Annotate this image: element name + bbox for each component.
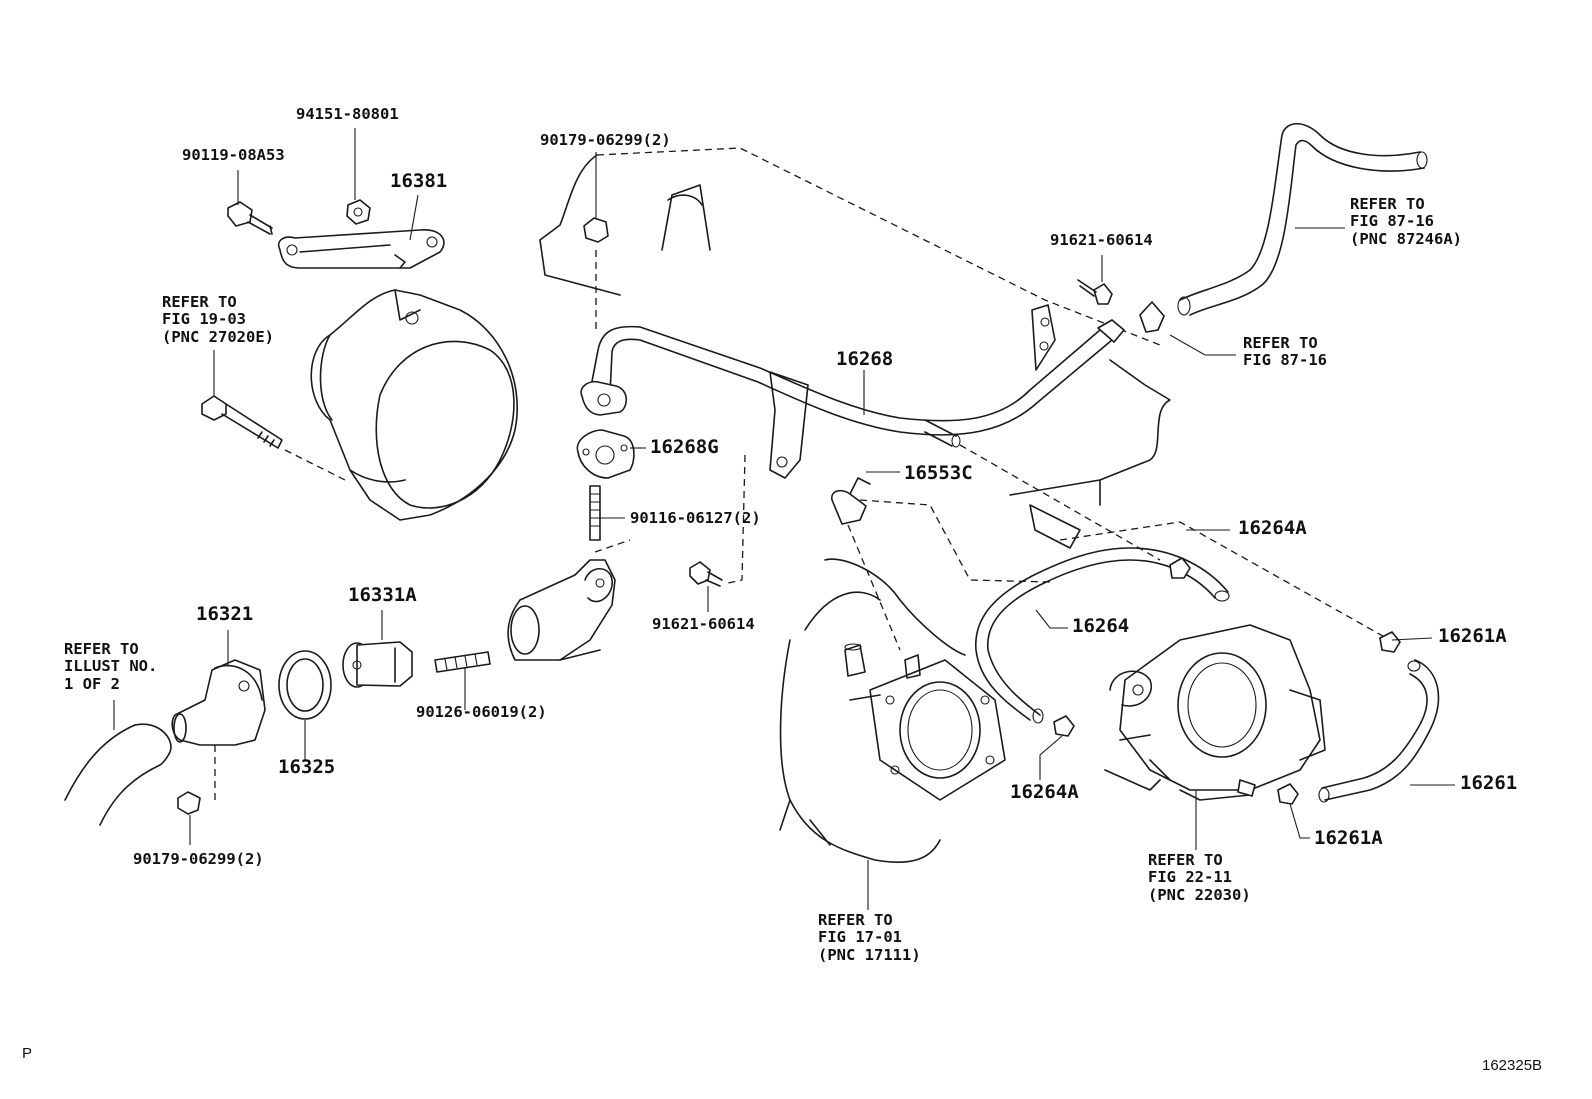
clip-16264a-bottom: [1053, 715, 1075, 737]
label-16268: 16268: [836, 348, 894, 370]
illustration-id: 162325B: [1482, 1057, 1543, 1074]
label-16261a-top: 16261A: [1438, 625, 1507, 647]
label-91621-60614-mid: 91621-60614: [652, 615, 755, 633]
gasket-16325: [278, 650, 332, 720]
label-16553c: 16553C: [904, 462, 973, 484]
label-16264a-bottom: 16264A: [1010, 781, 1079, 803]
engine-block-outline: [539, 147, 1171, 549]
clip-16261a-top: [1379, 631, 1401, 653]
intake-manifold: [779, 558, 1006, 863]
label-90116-06127: 90116-06127(2): [630, 509, 761, 527]
label-94151-80801: 94151-80801: [296, 105, 399, 123]
label-refer-fig-22-11: REFER TO FIG 22-11 (PNC 22030): [1148, 851, 1251, 904]
label-16268g: 16268G: [650, 436, 719, 458]
label-refer-fig-87-16-pnc: REFER TO FIG 87-16 (PNC 87246A): [1350, 195, 1462, 248]
gasket-16268g: [576, 429, 635, 479]
label-90126-06019: 90126-06019(2): [416, 703, 547, 721]
water-inlet-16321: [171, 659, 266, 746]
label-90119-08a53: 90119-08A53: [182, 146, 285, 164]
label-91621-60614-top: 91621-60614: [1050, 231, 1153, 249]
nut-90179-06299-top: [583, 217, 609, 243]
label-16321: 16321: [196, 603, 254, 625]
hose-16261: [1318, 659, 1440, 803]
clip-16553c: [831, 477, 871, 525]
bolt-91621-60614-mid: [689, 561, 723, 587]
label-16264a-top: 16264A: [1238, 517, 1307, 539]
clip-16261a-bottom: [1277, 783, 1299, 805]
long-bolt-alternator: [201, 395, 283, 449]
throttle-body: [1104, 624, 1326, 801]
bypass-pipe-16268: [580, 304, 1125, 479]
label-90179-06299-bottom: 90179-06299(2): [133, 850, 264, 868]
label-16381: 16381: [390, 170, 448, 192]
label-16325: 16325: [278, 756, 336, 778]
label-refer-illust-no: REFER TO ILLUST NO. 1 OF 2: [64, 640, 158, 693]
bracket-16381: [277, 229, 445, 269]
stud-90126-06019: [434, 651, 491, 673]
label-refer-fig-87-16: REFER TO FIG 87-16: [1243, 334, 1327, 370]
thermostat-16331a: [342, 641, 413, 688]
clip-16264a-top: [1169, 557, 1191, 579]
water-inlet-housing: [507, 559, 616, 661]
nut-94151-80801: [346, 199, 371, 225]
alternator: [310, 289, 519, 521]
label-refer-fig-19-03: REFER TO FIG 19-03 (PNC 27020E): [162, 293, 274, 346]
label-16261a-bottom: 16261A: [1314, 827, 1383, 849]
label-16331a: 16331A: [348, 584, 417, 606]
bolt-90119-08a53: [227, 201, 273, 235]
corner-mark: P: [22, 1045, 33, 1062]
nut-90179-06299-bottom: [177, 791, 201, 815]
leader-lines: [113, 128, 1455, 910]
hose-16264: [975, 547, 1230, 724]
label-16261: 16261: [1460, 772, 1518, 794]
label-refer-fig-17-01: REFER TO FIG 17-01 (PNC 17111): [818, 911, 921, 964]
heater-hose-right: [1077, 122, 1428, 333]
radiator-hose: [64, 723, 172, 826]
label-16264: 16264: [1072, 615, 1130, 637]
label-90179-06299-top: 90179-06299(2): [540, 131, 671, 149]
stud-90116-06127: [589, 485, 601, 541]
